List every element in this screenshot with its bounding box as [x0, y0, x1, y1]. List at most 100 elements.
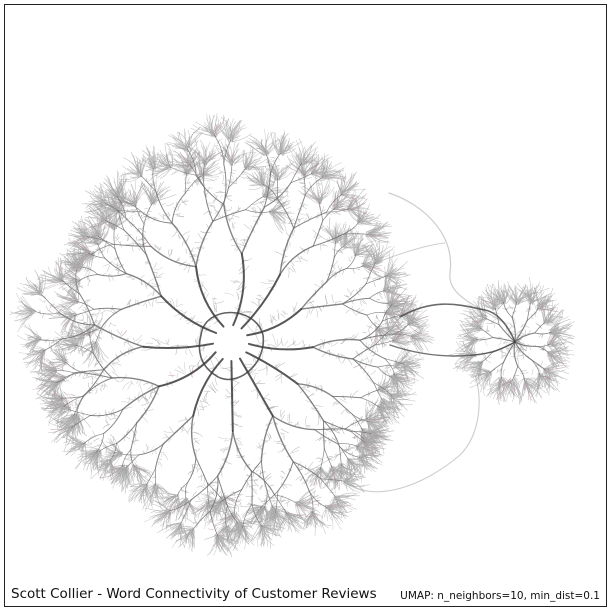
leaf-edge: [67, 442, 83, 445]
bridge-edge: [342, 374, 480, 493]
leaf-edge: [136, 380, 139, 384]
leaf-edge: [25, 277, 40, 294]
leaf-edge: [407, 312, 416, 325]
leaf-edge: [326, 475, 330, 482]
leaf-edge: [361, 209, 365, 222]
leaf-edge: [218, 534, 235, 544]
leaf-edge: [263, 525, 286, 530]
leaf-edge: [81, 413, 84, 421]
leaf-edge: [204, 505, 208, 530]
leaf-edge: [203, 493, 206, 495]
leaf-edge: [147, 384, 153, 390]
leaf-edge: [387, 325, 391, 334]
leaf-edge: [394, 347, 409, 365]
leaf-edge: [113, 409, 116, 418]
leaf-edge: [236, 439, 243, 446]
leaf-edge: [200, 493, 221, 504]
leaf-edge: [238, 265, 244, 272]
leaf-edge: [174, 526, 182, 537]
leaf-edge: [264, 166, 277, 178]
leaf-edge: [157, 339, 169, 345]
leaf-edge: [95, 389, 98, 394]
leaf-edge: [367, 420, 384, 430]
leaf-edge: [55, 336, 76, 345]
leaf-edge: [374, 322, 380, 326]
leaf-edge: [57, 367, 63, 371]
leaf-edge: [343, 172, 353, 193]
leaf-edge: [275, 421, 278, 426]
leaf-edge: [142, 395, 150, 403]
leaf-edge: [334, 497, 343, 519]
leaf-edge: [90, 328, 101, 331]
leaf-edge: [302, 193, 322, 200]
leaf-edge: [354, 433, 356, 439]
leaf-edge: [310, 513, 314, 527]
leaf-edge: [111, 468, 122, 484]
leaf-edge: [367, 263, 372, 269]
leaf-edge: [255, 297, 263, 301]
leaf-edge: [247, 508, 266, 521]
leaf-edge: [321, 509, 326, 527]
leaf-edge: [44, 371, 58, 382]
leaf-edge: [178, 419, 188, 422]
leaf-edge: [350, 188, 365, 209]
leaf-edge: [329, 508, 344, 523]
leaf-edge: [61, 286, 67, 290]
leaf-edge: [345, 476, 366, 481]
leaf-edge: [231, 245, 241, 248]
leaf-edge: [115, 353, 119, 359]
leaf-edge: [109, 460, 113, 474]
leaf-edge: [192, 491, 197, 497]
leaf-edge: [185, 416, 189, 424]
leaf-edge: [141, 402, 150, 406]
leaf-edge: [144, 474, 149, 478]
leaf-edge: [377, 329, 387, 332]
leaf-edge: [292, 301, 298, 312]
leaf-edge: [91, 371, 93, 380]
leaf-edge: [57, 344, 66, 362]
leaf-edge: [207, 384, 217, 393]
leaf-edge: [134, 462, 137, 466]
leaf-edge: [303, 151, 318, 165]
leaf-edge: [163, 431, 174, 433]
leaf-edge: [207, 520, 212, 526]
leaf-edge: [281, 476, 284, 480]
leaf-edge: [370, 403, 373, 407]
leaf-edge: [356, 446, 378, 460]
leaf-edge: [350, 334, 355, 340]
leaf-edge: [221, 529, 225, 542]
leaf-edge: [76, 405, 78, 409]
leaf-edge: [342, 270, 345, 275]
leaf-edge: [216, 120, 229, 138]
leaf-edge: [17, 307, 32, 313]
leaf-edge: [241, 311, 253, 314]
leaf-edge: [287, 516, 292, 533]
leaf-edge: [43, 368, 55, 384]
leaf-edge: [392, 377, 416, 385]
leaf-edge: [41, 380, 54, 394]
leaf-edge: [347, 203, 365, 211]
leaf-edge: [341, 460, 348, 482]
leaf-edge: [315, 404, 323, 407]
leaf-edge: [347, 481, 356, 484]
leaf-edge: [361, 300, 365, 304]
leaf-edge: [180, 486, 186, 488]
leaf-edge: [316, 496, 322, 500]
leaf-edge: [389, 393, 402, 396]
leaf-edge: [294, 307, 296, 314]
leaf-edge: [192, 522, 198, 524]
leaf-edge: [225, 525, 228, 542]
leaf-edge: [378, 389, 391, 398]
leaf-edge: [130, 380, 134, 385]
leaf-edge: [352, 455, 355, 461]
leaf-edge: [389, 374, 399, 387]
leaf-edge: [132, 465, 135, 477]
leaf-edge: [24, 283, 41, 295]
leaf-edge: [60, 414, 76, 420]
leaf-edge: [410, 325, 420, 339]
leaf-edge: [303, 478, 308, 485]
leaf-edge: [390, 319, 412, 331]
leaf-edge: [232, 222, 234, 228]
leaf-edge: [148, 162, 169, 170]
leaf-edge: [368, 401, 377, 417]
